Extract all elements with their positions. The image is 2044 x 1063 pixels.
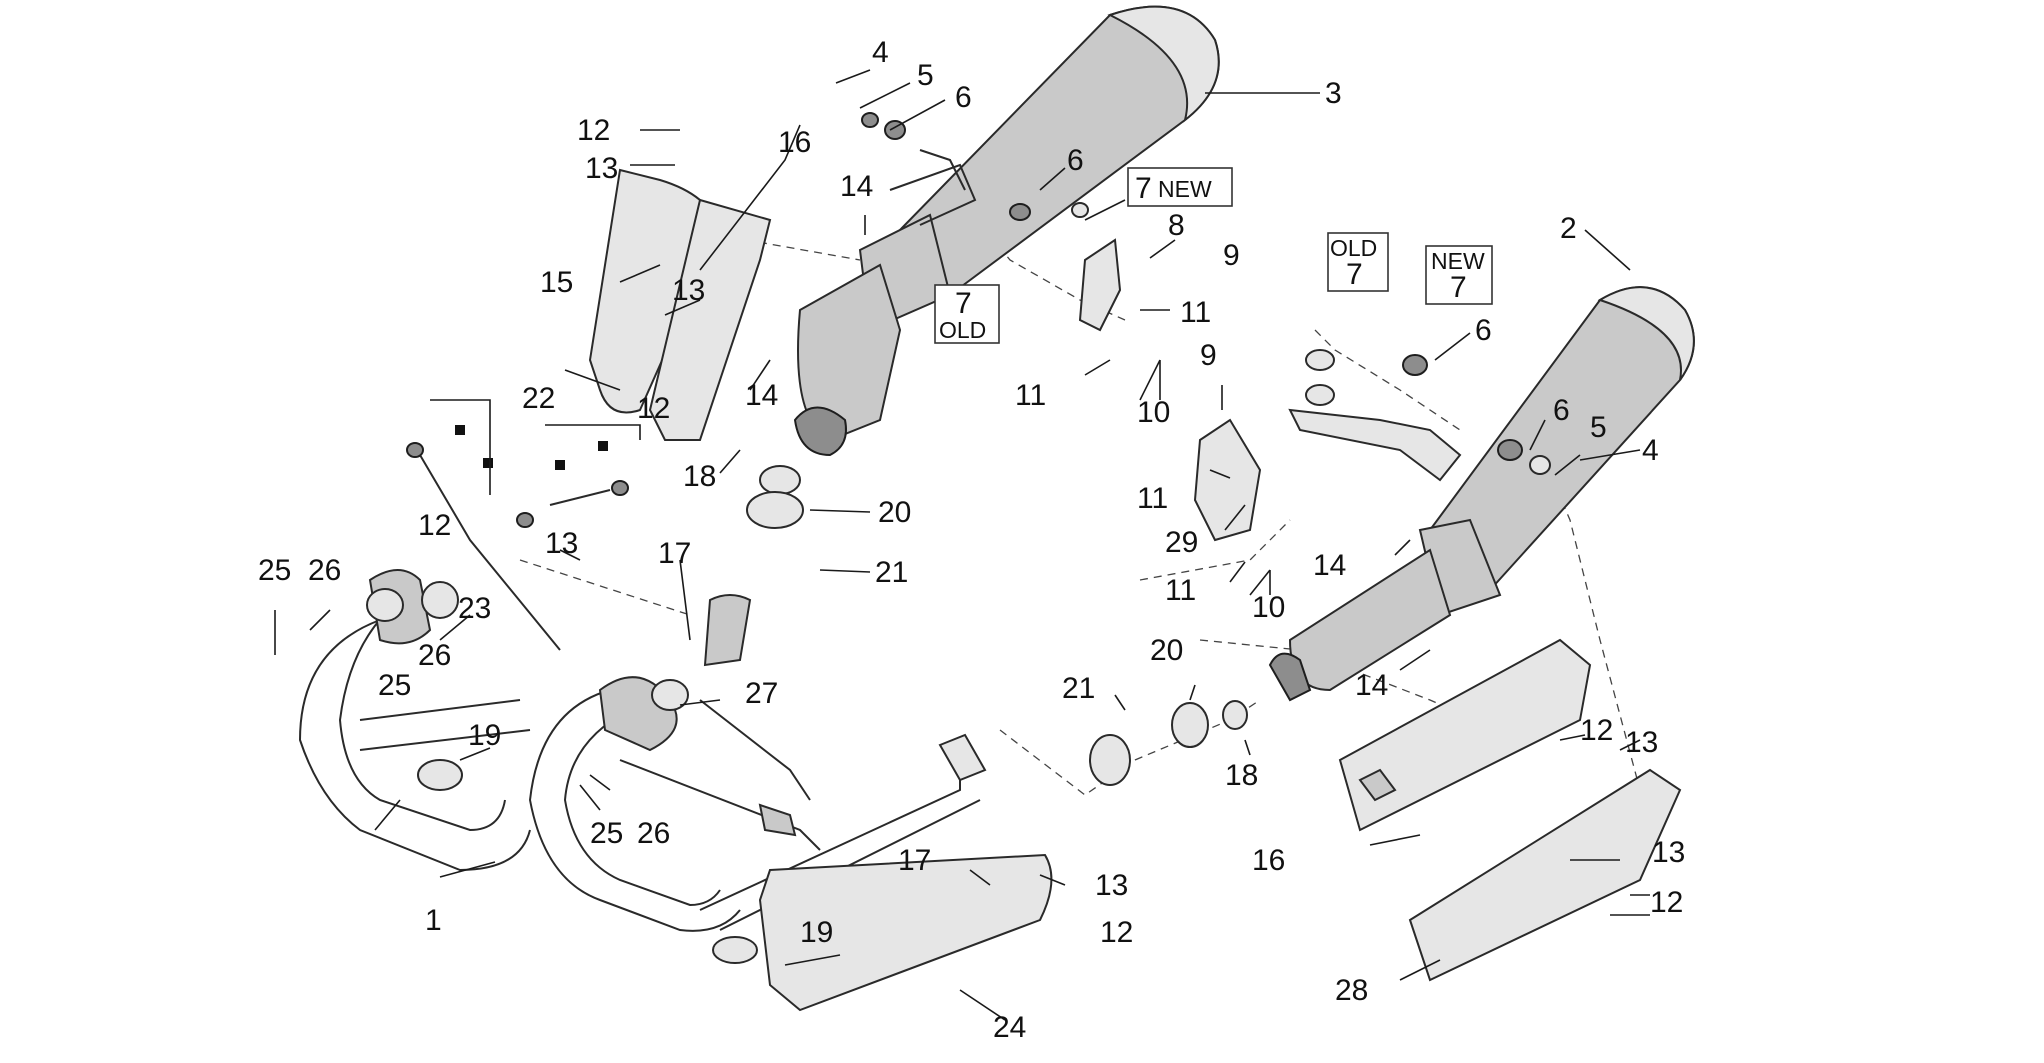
box-number: 7 (1346, 258, 1363, 291)
callout-13: 13 (545, 527, 578, 560)
callout-9: 9 (1200, 339, 1217, 372)
callout-28: 28 (1335, 974, 1368, 1007)
callout-numbers: 1 2 3 4 4 5 5 6 6 6 6 8 9 9 10 10 11 11 … (258, 36, 1685, 1044)
box-number: 7 (1450, 271, 1467, 304)
callout-19: 19 (800, 916, 833, 949)
callout-25: 25 (590, 817, 623, 850)
callout-9: 9 (1223, 239, 1240, 272)
callout-13: 13 (1652, 836, 1685, 869)
callout-5: 5 (917, 59, 934, 92)
callout-16: 16 (1252, 844, 1285, 877)
callout-25: 25 (378, 669, 411, 702)
callout-17: 17 (658, 537, 691, 570)
box-tag: NEW (1158, 176, 1212, 202)
muffler-right (1268, 286, 1695, 702)
callout-23: 23 (458, 592, 491, 625)
boxed-label-7-old-right: OLD 7 (1327, 232, 1389, 292)
callout-24: 24 (993, 1011, 1026, 1044)
callout-3: 3 (1325, 77, 1342, 110)
callout-20: 20 (878, 496, 911, 529)
callout-12: 12 (577, 114, 610, 147)
callout-4: 4 (1642, 434, 1659, 467)
callout-26: 26 (418, 639, 451, 672)
callout-12: 12 (637, 392, 670, 425)
callout-6: 6 (1553, 394, 1570, 427)
callout-11: 11 (1137, 482, 1168, 515)
callout-13: 13 (1095, 869, 1128, 902)
callout-19: 19 (468, 719, 501, 752)
callout-11: 11 (1180, 296, 1211, 329)
callout-14: 14 (1313, 549, 1346, 582)
boxed-label-7-new-right: NEW 7 (1425, 245, 1493, 305)
callout-11: 11 (1165, 574, 1196, 607)
callout-12: 12 (1580, 714, 1613, 747)
callout-15: 15 (540, 266, 573, 299)
callout-6: 6 (1067, 144, 1084, 177)
callout-4: 4 (872, 36, 889, 69)
leader-lines (274, 69, 1650, 1021)
callout-13: 13 (1625, 726, 1658, 759)
callout-18: 18 (683, 460, 716, 493)
callout-14: 14 (1355, 669, 1388, 702)
callout-6: 6 (955, 81, 972, 114)
box-tag: OLD (939, 317, 986, 343)
callout-14: 14 (840, 170, 873, 203)
callout-5: 5 (1590, 411, 1607, 444)
callout-22: 22 (522, 382, 555, 415)
callout-16: 16 (778, 126, 811, 159)
callout-25: 25 (258, 554, 291, 587)
callout-10: 10 (1137, 396, 1170, 429)
heat-shields (588, 168, 1682, 1012)
callout-12: 12 (1650, 886, 1683, 919)
box-tag: NEW (1431, 248, 1485, 274)
callout-26: 26 (308, 554, 341, 587)
callout-12: 12 (1100, 916, 1133, 949)
box-tag: OLD (1330, 235, 1377, 261)
callout-14: 14 (745, 379, 778, 412)
callout-29: 29 (1165, 526, 1198, 559)
callout-20: 20 (1150, 634, 1183, 667)
callout-18: 18 (1225, 759, 1258, 792)
callout-13: 13 (585, 152, 618, 185)
boxed-label-7-old-top: 7 OLD (934, 284, 1000, 344)
muffler-upper (793, 5, 1220, 457)
callout-27: 27 (745, 677, 778, 710)
callout-17: 17 (898, 844, 931, 877)
kit-markers (430, 399, 641, 495)
brackets-and-hardware (406, 112, 1551, 964)
boxed-label-7-new-top: 7 NEW (1127, 167, 1233, 207)
callout-6: 6 (1475, 314, 1492, 347)
callout-1: 1 (425, 904, 442, 937)
box-number: 7 (955, 287, 972, 320)
callout-26: 26 (637, 817, 670, 850)
box-number: 7 (1135, 172, 1152, 205)
callout-12: 12 (418, 509, 451, 542)
callout-10: 10 (1252, 591, 1285, 624)
callout-8: 8 (1168, 209, 1185, 242)
callout-2: 2 (1560, 212, 1577, 245)
callout-21: 21 (1062, 672, 1095, 705)
callout-21: 21 (875, 556, 908, 589)
callout-11: 11 (1015, 379, 1046, 412)
callout-13: 13 (672, 274, 705, 307)
